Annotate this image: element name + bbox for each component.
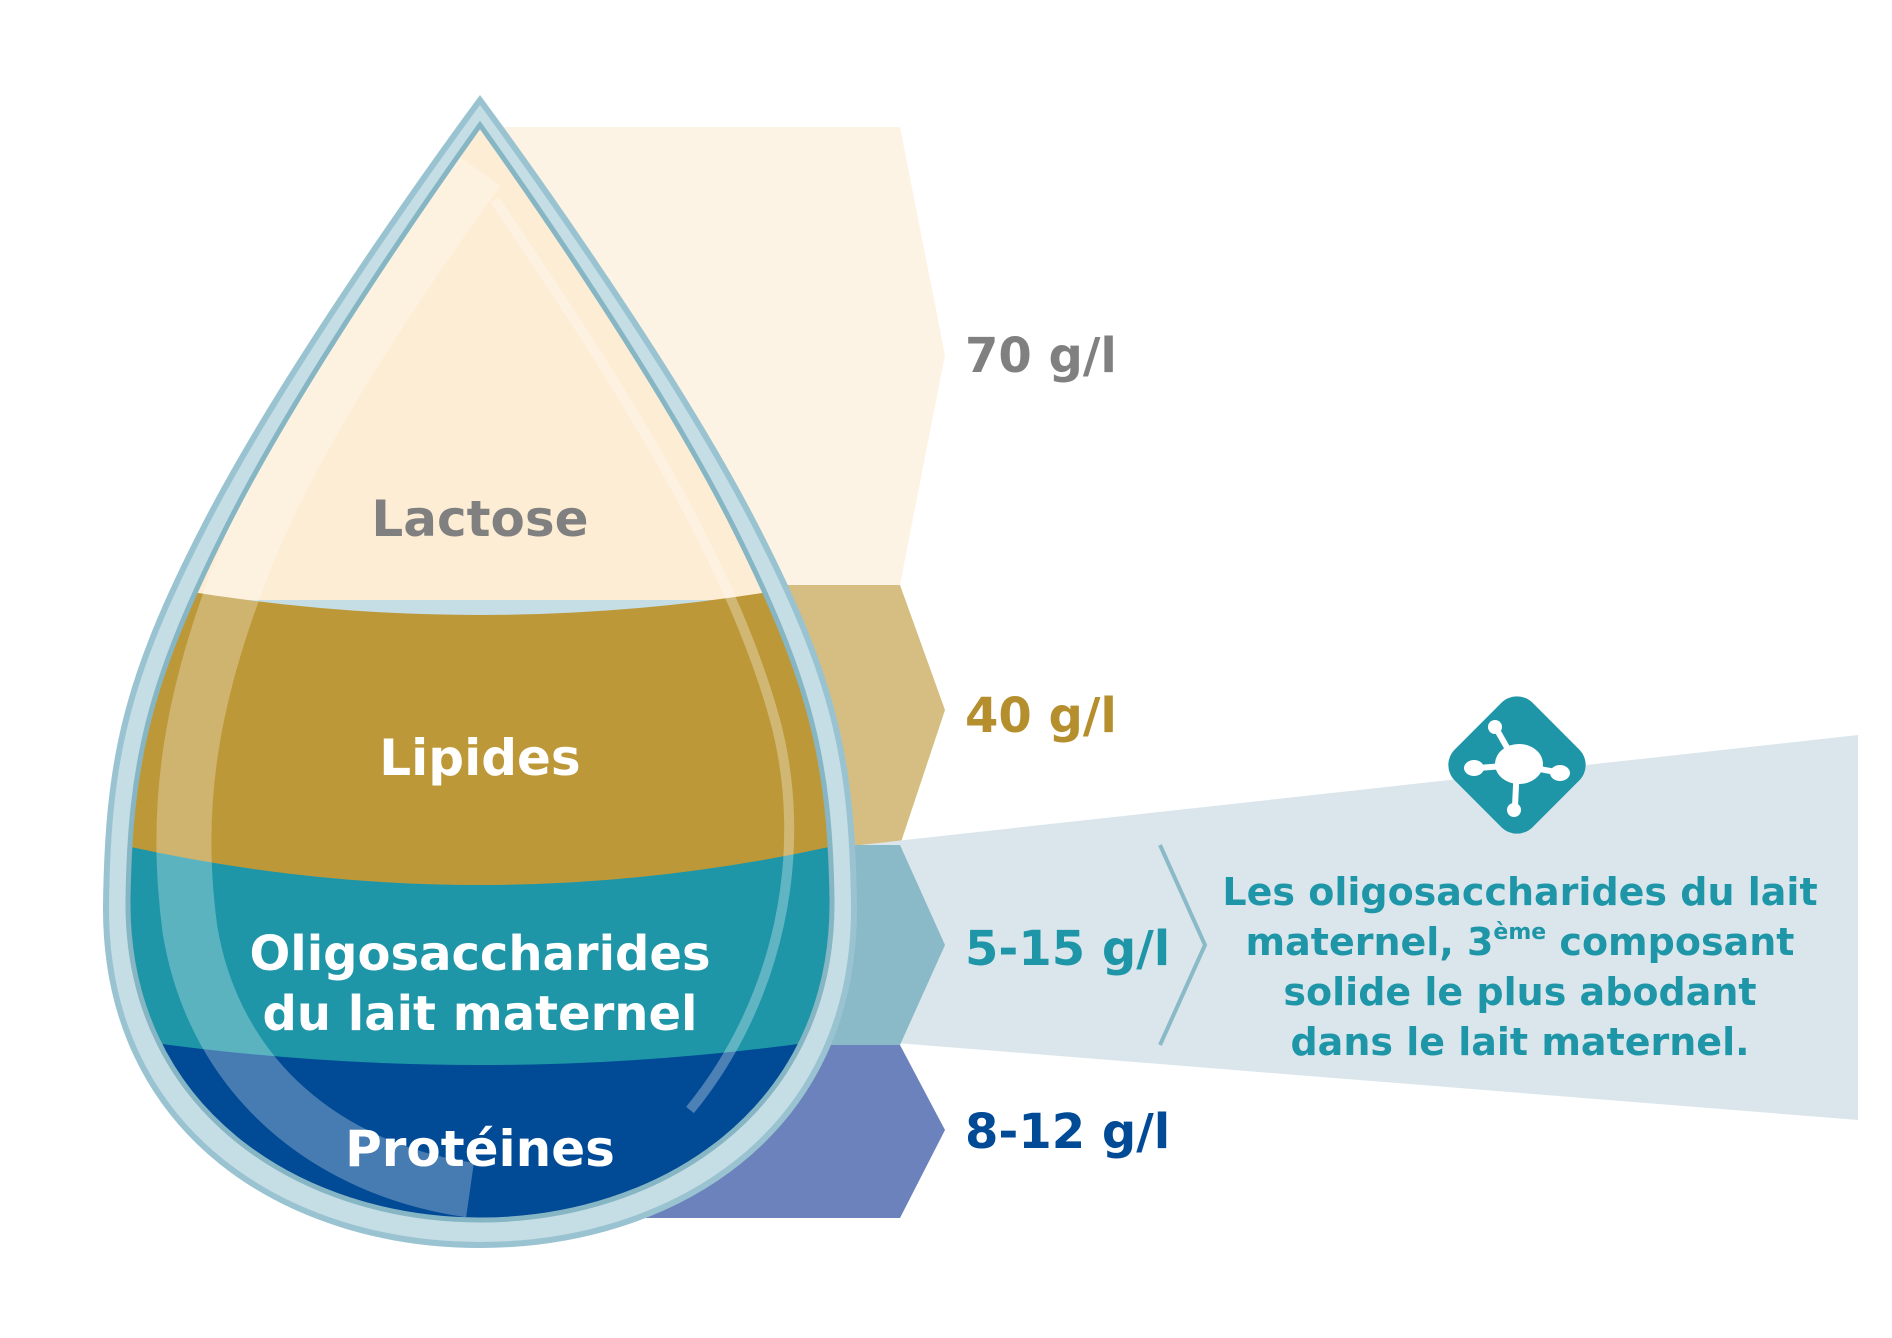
chevron-separator <box>1158 844 1208 1046</box>
note-line2-sup: ème <box>1493 920 1546 945</box>
note-line2-pre: maternel, 3 <box>1246 920 1494 964</box>
molecule-icon <box>1448 696 1586 834</box>
note-line2: maternel, 3ème composant <box>1246 920 1795 964</box>
note-line2-post: composant <box>1546 920 1794 964</box>
drop-edge <box>125 120 835 1223</box>
value-lipides: 40 g/l <box>965 688 1117 744</box>
hmo-panel <box>860 735 1858 1120</box>
label-hmo-line1: Oligosaccharides <box>249 926 710 982</box>
label-hmo-line2: du lait maternel <box>263 986 698 1042</box>
layer-hmo <box>127 840 833 1100</box>
label-lipides: Lipides <box>379 729 580 787</box>
note-line4: dans le lait maternel. <box>1290 1020 1749 1064</box>
value-proteines: 8-12 g/l <box>965 1104 1170 1160</box>
label-proteines: Protéines <box>345 1120 615 1178</box>
drop-highlight-right <box>490 197 795 1114</box>
value-hmo: 5-15 g/l <box>965 921 1170 977</box>
note-line1: Les oligosaccharides du lait <box>1222 870 1817 914</box>
layer-lipides <box>127 575 833 900</box>
value-lactose: 70 g/l <box>965 328 1117 384</box>
label-lactose: Lactose <box>371 490 588 548</box>
drop-highlight <box>156 153 501 1218</box>
note-line3: solide le plus abodant <box>1283 970 1756 1014</box>
